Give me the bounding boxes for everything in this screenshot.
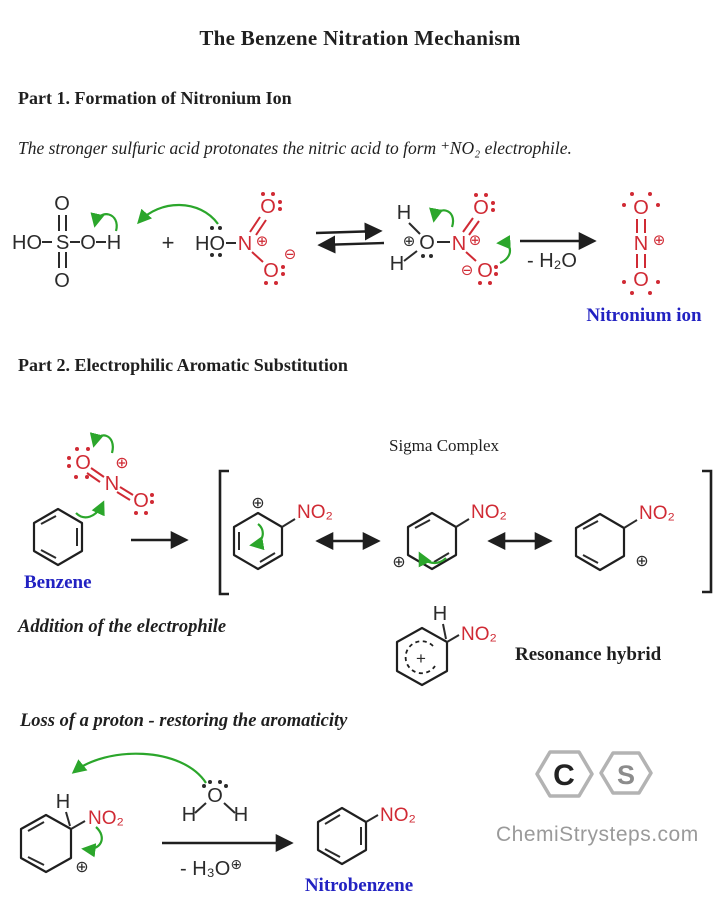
svg-text:O: O — [477, 260, 493, 282]
electron-flow-arrows-sulfuric — [90, 203, 219, 232]
svg-text:HO: HO — [12, 232, 42, 254]
nitronium-ion-structure: O N ⊕ O — [622, 192, 665, 295]
electron-flow-arrow — [418, 551, 447, 568]
svg-text:NO₂: NO₂ — [461, 624, 497, 645]
minus-water-label: - H₂O — [527, 250, 577, 272]
nitrobenzene-structure: NO₂ — [316, 805, 416, 866]
svg-text:H: H — [234, 804, 248, 826]
svg-text:⊕: ⊕ — [75, 859, 88, 876]
addition-step-label: Addition of the electrophile — [18, 617, 227, 637]
minus-hydronium-label: - H₃O⊕ — [180, 856, 242, 881]
electron-flow-arrows-protonated — [429, 207, 512, 265]
svg-text:N: N — [238, 233, 252, 255]
sigma-complex-bracket-left — [218, 469, 229, 596]
part1-heading: Part 1. Formation of Nitronium Ion — [18, 88, 292, 108]
svg-text:⊕: ⊕ — [256, 233, 269, 250]
svg-text:+: + — [416, 649, 426, 668]
svg-text:S: S — [56, 232, 69, 254]
svg-text:O: O — [260, 196, 276, 218]
svg-text:HO: HO — [195, 233, 225, 255]
proton-abstraction-arrow — [71, 752, 207, 784]
part2-heading: Part 2. Electrophilic Aromatic Substitut… — [18, 355, 348, 375]
logo-site-text: ChemiStrysteps.com — [496, 823, 699, 846]
hydronium-charge: ⊕ — [230, 856, 243, 872]
svg-text:H: H — [107, 232, 121, 254]
svg-text:O: O — [633, 269, 649, 291]
svg-text:H: H — [397, 202, 411, 224]
resonance-hybrid-structure: H NO₂ + — [395, 603, 497, 687]
resonance-structure-3: NO₂ ⊕ — [574, 503, 675, 572]
svg-text:NO₂: NO₂ — [639, 503, 675, 524]
svg-text:H: H — [433, 603, 447, 625]
svg-text:O: O — [133, 490, 149, 512]
benzene-label: Benzene — [24, 572, 92, 593]
svg-text:NO₂: NO₂ — [88, 808, 124, 829]
loss-step-label: Loss of a proton - restoring the aromati… — [20, 711, 348, 731]
benzene-structure — [32, 507, 84, 567]
svg-text:O: O — [54, 270, 70, 292]
svg-text:⊕: ⊕ — [469, 232, 482, 249]
svg-text:⊖: ⊖ — [461, 262, 474, 279]
svg-text:⊕: ⊕ — [653, 232, 666, 249]
benzene-attack-arrow — [75, 500, 105, 519]
sigma-complex-label: Sigma Complex — [389, 436, 500, 455]
logo-letter-c: C — [553, 759, 575, 792]
water-structure: O H H — [182, 780, 248, 826]
svg-text:O: O — [633, 197, 649, 219]
sigma-complex-structure: H NO₂ ⊕ — [19, 791, 124, 876]
svg-text:O: O — [75, 452, 91, 474]
resonance-structure-1: ⊕ NO₂ — [232, 495, 333, 571]
nitronium-ion-label: Nitronium ion — [586, 305, 702, 326]
minus-hydronium-text: - H₃O — [180, 858, 231, 880]
svg-text:⊕: ⊕ — [403, 233, 416, 250]
electron-flow-arrow — [89, 432, 114, 454]
svg-text:⊕: ⊕ — [115, 455, 128, 472]
logo-hexagon-c — [535, 750, 594, 798]
svg-text:O: O — [419, 232, 435, 254]
svg-text:⊖: ⊖ — [284, 246, 297, 263]
svg-text:NO₂: NO₂ — [471, 502, 507, 523]
equilibrium-arrows — [315, 222, 385, 254]
svg-text:H: H — [390, 253, 404, 275]
svg-text:H: H — [56, 791, 70, 813]
nitric-acid-structure: HO N ⊕ O O ⊖ — [195, 192, 296, 285]
nitronium-electrophile-structure: O ⊕ N O — [67, 432, 154, 519]
sulfuric-acid-structure: HO S O O O H — [12, 193, 121, 292]
svg-text:N: N — [105, 473, 119, 495]
resonance-structure-2: NO₂ ⊕ — [392, 502, 507, 571]
plus-sign: + — [162, 230, 175, 255]
svg-text:N: N — [634, 233, 648, 255]
protonated-nitric-acid-structure: H ⊕ O H N ⊕ O O ⊖ — [390, 193, 498, 285]
svg-text:O: O — [54, 193, 70, 215]
svg-text:NO₂: NO₂ — [380, 805, 416, 826]
svg-text:O: O — [473, 197, 489, 219]
svg-text:⊕: ⊕ — [251, 495, 264, 512]
part1-description: The stronger sulfuric acid protonates th… — [18, 138, 572, 158]
sigma-complex-bracket-right — [702, 469, 713, 594]
svg-text:⊕: ⊕ — [635, 553, 648, 570]
chemistrysteps-logo: C S — [535, 750, 653, 798]
svg-text:O: O — [207, 785, 223, 807]
svg-text:H: H — [182, 804, 196, 826]
svg-text:O: O — [80, 232, 96, 254]
electron-flow-arrow — [81, 826, 103, 858]
logo-hexagon-s — [599, 751, 653, 795]
svg-text:N: N — [452, 233, 466, 255]
nitrobenzene-label: Nitrobenzene — [304, 875, 414, 896]
page-title: The Benzene Nitration Mechanism — [199, 26, 521, 50]
resonance-hybrid-label: Resonance hybrid — [515, 644, 662, 665]
svg-text:⊕: ⊕ — [392, 554, 405, 571]
svg-text:O: O — [263, 260, 279, 282]
svg-text:NO₂: NO₂ — [297, 502, 333, 523]
electron-flow-arrow — [249, 523, 265, 551]
logo-letter-s: S — [617, 760, 635, 790]
